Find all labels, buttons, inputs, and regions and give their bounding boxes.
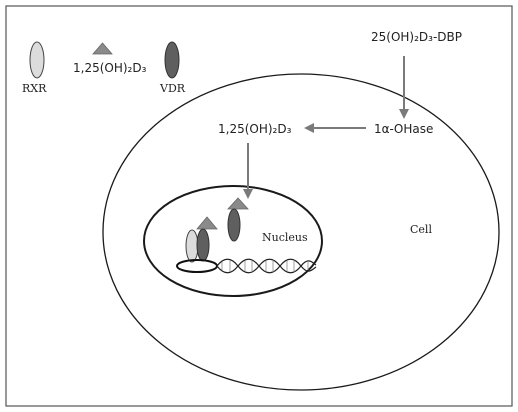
enzyme-label: 1α-OHase — [374, 122, 433, 136]
ligand-on-free-vdr — [227, 197, 249, 210]
ligand-on-bound-vdr — [196, 216, 218, 230]
nucleus-label: Nucleus — [262, 231, 308, 244]
bound-rxr — [185, 229, 199, 263]
rxr-legend-icon — [29, 41, 45, 79]
nucleus — [143, 185, 323, 297]
dbp-label: 25(OH)₂D₃-DBP — [371, 30, 462, 44]
ligand-legend-icon — [92, 42, 113, 55]
bound-vdr — [196, 228, 210, 262]
free-vdr — [227, 208, 241, 242]
cell-membrane — [102, 73, 500, 391]
vdr-legend-icon — [164, 41, 180, 79]
intracellular-ligand-label: 1,25(OH)₂D₃ — [218, 122, 292, 136]
outer-border — [5, 5, 513, 407]
rxr-legend-label: RXR — [22, 82, 47, 95]
dna-helix — [216, 258, 317, 274]
vdr-legend-label: VDR — [159, 82, 186, 95]
cell-label: Cell — [410, 223, 432, 236]
ligand-legend-label: 1,25(OH)₂D₃ — [73, 61, 147, 75]
legend: RXR 1,25(OH)₂D₃ VDR — [22, 41, 186, 95]
